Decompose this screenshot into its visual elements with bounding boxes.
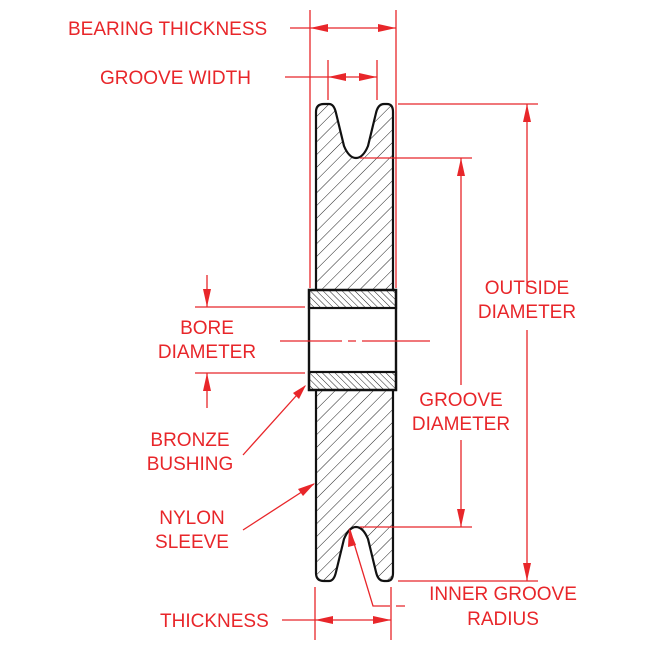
groove-width-dimension <box>285 60 378 100</box>
thickness-dimension <box>282 587 392 640</box>
groove-diameter-dimension <box>360 157 472 528</box>
label-bronze-bushing-1: BRONZE <box>150 430 229 451</box>
label-bore-diameter-2: DIAMETER <box>158 342 256 363</box>
label-bearing-thickness: BEARING THICKNESS <box>68 19 267 40</box>
bronze-bushing-leader <box>242 385 306 456</box>
label-outside-diameter-2: DIAMETER <box>478 302 576 323</box>
outside-diameter-dimension <box>398 103 538 582</box>
label-thickness: THICKNESS <box>160 611 269 632</box>
nylon-sleeve-leader <box>242 483 315 531</box>
label-outside-diameter-1: OUTSIDE <box>485 278 569 299</box>
label-groove-diameter-2: DIAMETER <box>412 414 510 435</box>
label-bronze-bushing-2: BUSHING <box>147 454 234 475</box>
label-inner-groove-radius-2: RADIUS <box>467 609 539 630</box>
bronze-bushing <box>307 288 398 392</box>
bore-diameter-dimension <box>195 275 305 408</box>
label-bore-diameter-1: BORE <box>180 318 234 339</box>
label-groove-width: GROOVE WIDTH <box>100 68 251 89</box>
label-inner-groove-radius-1: INNER GROOVE <box>429 584 577 605</box>
label-groove-diameter-1: GROOVE <box>419 390 502 411</box>
bearing-thickness-dimension <box>290 10 397 288</box>
label-nylon-sleeve-2: SLEEVE <box>155 532 229 553</box>
label-nylon-sleeve-1: NYLON <box>159 508 224 529</box>
inner-groove-radius-leader <box>348 528 405 607</box>
